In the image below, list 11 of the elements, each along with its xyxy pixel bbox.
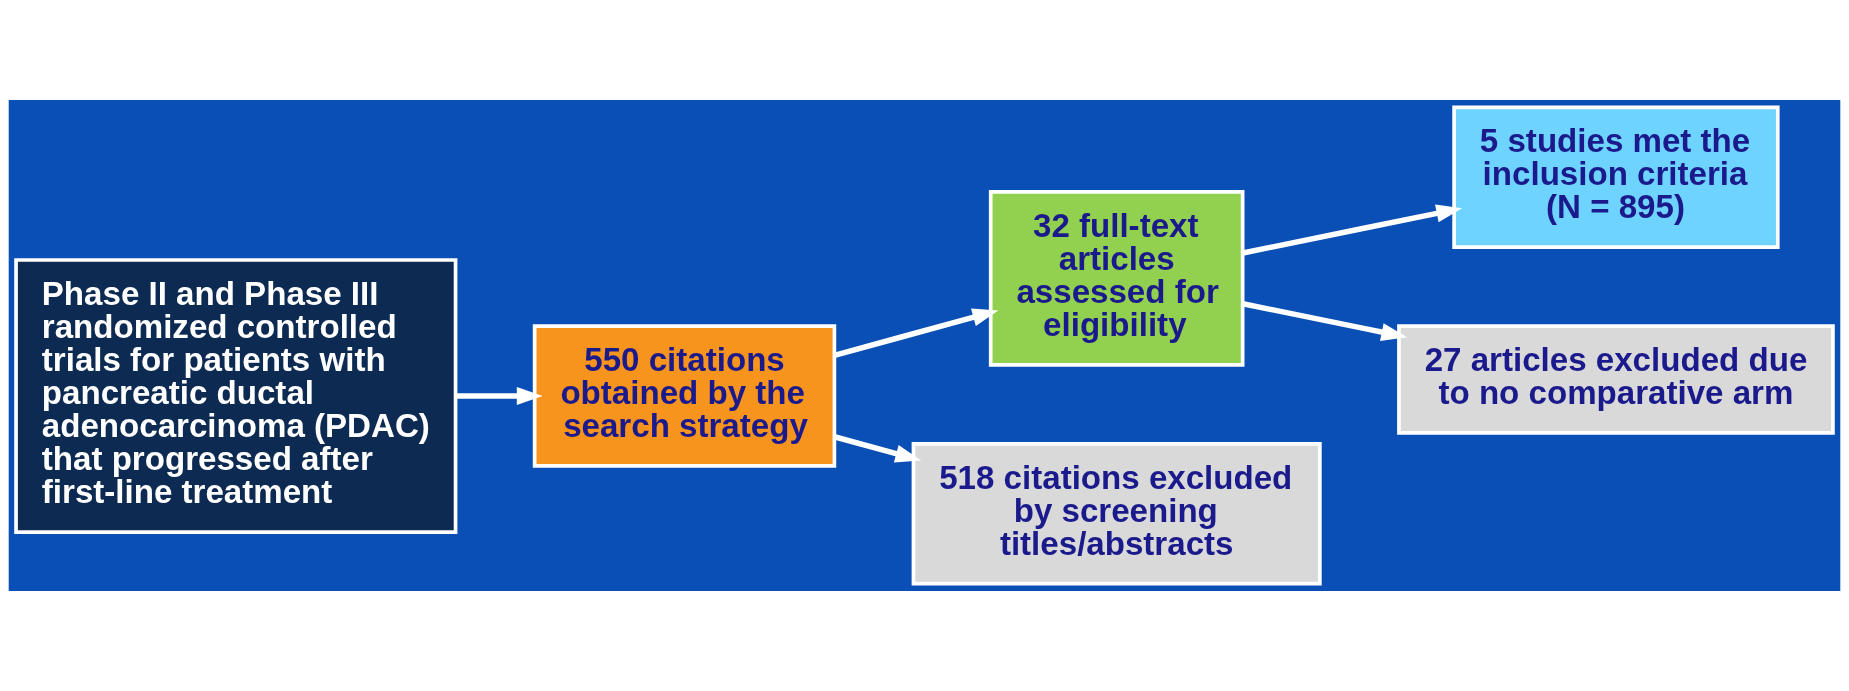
arrow [1242, 301, 1408, 341]
arrow [833, 434, 922, 463]
node-box: 32 full-text articles assessed for eligibility [988, 190, 1245, 367]
node-box: Phase II and Phase III randomized controlled trials for patients with pancreatic ductal adenocarcinoma (PDAC) that progressed after first-line treatment [14, 258, 458, 534]
node-box: 550 citations obtained by the search strategy [532, 324, 837, 468]
node-box: 518 citations excluded by screening titles/abstracts [911, 442, 1322, 586]
arrow [1242, 204, 1463, 256]
node-box: 27 articles excluded due to no comparative arm [1397, 324, 1835, 435]
arrow [833, 308, 999, 359]
arrow [455, 387, 543, 406]
node-box: 5 studies met the inclusion criteria (N = 895) [1452, 105, 1780, 249]
